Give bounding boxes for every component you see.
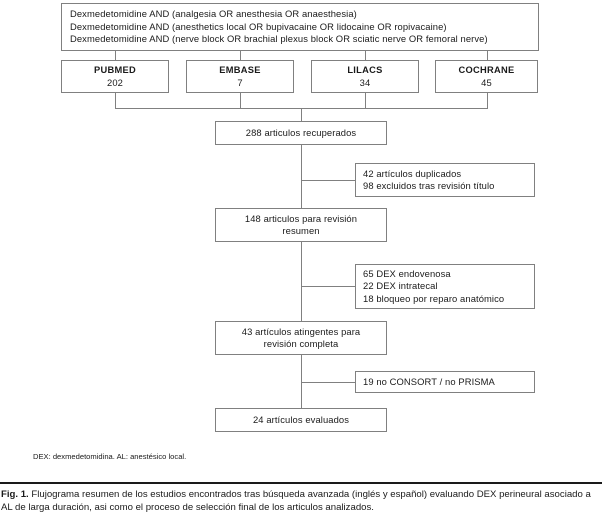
connector-search-to-pubmed (115, 51, 116, 60)
flow-box-included: 24 artículos evaluados (215, 408, 387, 432)
database-box-lilacs: LILACS 34 (311, 60, 419, 93)
caption-divider (0, 482, 602, 484)
database-box-pubmed: PUBMED 202 (61, 60, 169, 93)
figure-caption-text: Flujograma resumen de los estudios encon… (1, 489, 591, 513)
database-count-lilacs: 34 (359, 76, 371, 88)
exclusion-box-3: 19 no CONSORT / no PRISMA (355, 371, 535, 393)
search-strategy-line-3: Dexmedetomidine AND (nerve block OR brac… (70, 33, 488, 45)
connector-search-to-cochrane (487, 51, 488, 60)
connector-search-to-lilacs (365, 51, 366, 60)
exclusion-box-1-line-2: 98 excluidos tras revisión título (363, 180, 495, 191)
exclusion-box-2-line-2: 22 DEX intratecal (363, 280, 438, 292)
connector-bus-to-retrieved (301, 108, 302, 121)
search-strategy-box: Dexmedetomidine AND (analgesia OR anesth… (61, 3, 539, 51)
exclusion-box-1: 42 artículos duplicados 98 excluidos tra… (355, 163, 535, 197)
flow-box-included-line-1: 24 artículos evaluados (252, 413, 349, 425)
exclusion-box-3-line-1: 19 no CONSORT / no PRISMA (363, 375, 495, 387)
database-box-cochrane: COCHRANE 45 (435, 60, 538, 93)
flow-box-retrieved-line-1: 288 articulos recuperados (245, 126, 357, 138)
connector-branch-exclusion-3 (301, 382, 355, 383)
search-strategy-line-1: Dexmedetomidine AND (analgesia OR anesth… (70, 8, 357, 20)
flow-box-retrieved: 288 articulos recuperados (215, 121, 387, 145)
database-count-pubmed: 202 (107, 76, 123, 88)
exclusion-box-2-line-3: 18 bloqueo por reparo anatómico (363, 292, 505, 304)
connector-branch-exclusion-1 (301, 180, 355, 181)
flow-box-fulltext-review-line-1: 43 artículos atingentes para (241, 325, 361, 337)
flow-box-abstract-review-line-1: 148 articulos para revisión (244, 212, 358, 224)
flow-box-abstract-review: 148 articulos para revisión resumen (215, 208, 387, 242)
database-name-pubmed: PUBMED (93, 65, 137, 75)
database-name-lilacs: LILACS (347, 65, 383, 75)
exclusion-box-2-line-1: 65 DEX endovenosa (363, 267, 451, 279)
connector-embase-down (240, 93, 241, 108)
flow-box-fulltext-review: 43 artículos atingentes para revisión co… (215, 321, 387, 355)
figure-caption-label: Fig. 1. (1, 489, 29, 500)
exclusion-box-2: 65 DEX endovenosa 22 DEX intratecal 18 b… (355, 264, 535, 309)
connector-cochrane-down (487, 93, 488, 108)
flow-box-fulltext-review-line-2: revisión completa (263, 338, 339, 349)
database-name-embase: EMBASE (219, 65, 261, 75)
connector-pubmed-down (115, 93, 116, 108)
flow-box-abstract-review-line-2: resumen (282, 225, 320, 236)
database-name-cochrane: COCHRANE (458, 65, 515, 75)
abbreviations-footnote: DEX: dexmedetomidina. AL: anestésico loc… (33, 452, 187, 461)
database-count-embase: 7 (237, 76, 243, 88)
connector-lilacs-down (365, 93, 366, 108)
exclusion-box-1-line-1: 42 artículos duplicados (363, 167, 462, 179)
search-strategy-line-2: Dexmedetomidine AND (anesthetics local O… (70, 20, 447, 32)
connector-fulltext-to-included (301, 355, 302, 408)
connector-abstract-to-fulltext (301, 242, 302, 321)
database-box-embase: EMBASE 7 (186, 60, 294, 93)
connector-branch-exclusion-2 (301, 286, 355, 287)
database-count-cochrane: 45 (481, 76, 492, 88)
connector-search-to-embase (240, 51, 241, 60)
figure-caption: Fig. 1. Flujograma resumen de los estudi… (1, 489, 601, 515)
connector-retrieved-to-abstract (301, 145, 302, 208)
